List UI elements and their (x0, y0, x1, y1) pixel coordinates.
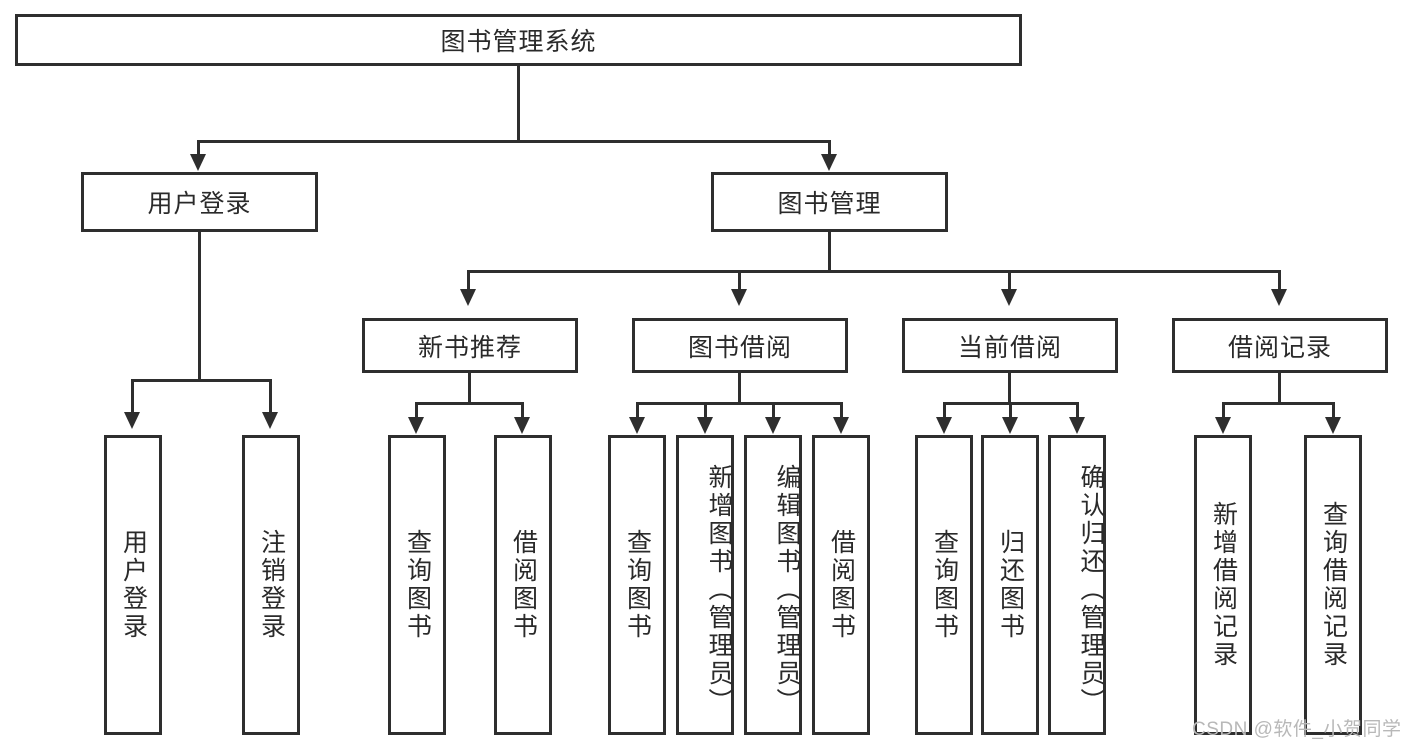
arrow-g2-to-leaf-2 (697, 417, 713, 434)
arrow-g3-to-leaf-3 (1069, 417, 1085, 434)
node-label: 确认归还（管理员） (1077, 464, 1105, 716)
arrow-g2-to-leaf-3 (765, 417, 781, 434)
node-label: 查询图书 (403, 529, 432, 641)
connector-root-bus (197, 140, 831, 143)
csdn-watermark: CSDN @软件_小贺同学 (1192, 719, 1402, 740)
connector-root-to-user-login (197, 140, 200, 158)
node-label: 归还图书 (996, 529, 1025, 641)
connector-root-to-book-management (828, 140, 831, 158)
connector-g3-to-leaf-2 (1009, 402, 1012, 418)
node-label: 编辑图书（管理员） (773, 464, 801, 716)
node-label: 查询借阅记录 (1319, 501, 1348, 669)
leaf-user-login-2[interactable]: 注销登录 (242, 435, 300, 735)
node-label: 借阅图书 (509, 529, 538, 641)
connector-g4-bus (1222, 402, 1335, 405)
leaf-book-borrow-2[interactable]: 新增图书（管理员） (676, 435, 734, 735)
node-label: 查询图书 (930, 529, 959, 641)
connector-g2-stem (738, 373, 741, 405)
connector-user-login-bus (131, 379, 272, 382)
connector-g1-stem (468, 373, 471, 405)
connector-g2-bus (636, 402, 841, 405)
node-label: 用户登录 (147, 190, 252, 218)
node-label: 新书推荐 (417, 333, 522, 362)
connector-bm-to-g4 (1278, 270, 1281, 290)
node-book-borrow[interactable]: 图书借阅 (632, 318, 848, 373)
arrow-user-login-to-leaf-1 (124, 412, 140, 429)
connector-bm-to-g3 (1008, 270, 1011, 290)
node-current-borrow[interactable]: 当前借阅 (902, 318, 1118, 373)
leaf-current-borrow-1[interactable]: 查询图书 (915, 435, 973, 735)
arrow-root-to-book-management (821, 154, 837, 171)
arrow-g1-to-leaf-1 (408, 417, 424, 434)
leaf-user-login-1[interactable]: 用户登录 (104, 435, 162, 735)
node-root-book-management-system[interactable]: 图书管理系统 (15, 14, 1022, 66)
connector-g2-to-leaf-1 (636, 402, 639, 418)
connector-g1-bus (415, 402, 524, 405)
connector-g1-to-leaf-2 (521, 402, 524, 418)
node-label: 借阅图书 (827, 529, 856, 641)
leaf-book-borrow-4[interactable]: 借阅图书 (812, 435, 870, 735)
arrow-g3-to-leaf-2 (1002, 417, 1018, 434)
connector-root-stem (517, 66, 520, 142)
connector-g3-to-leaf-3 (1076, 402, 1079, 418)
node-label: 注销登录 (257, 529, 286, 641)
arrow-root-to-user-login (190, 154, 206, 171)
node-label: 图书借阅 (687, 333, 792, 362)
leaf-book-borrow-1[interactable]: 查询图书 (608, 435, 666, 735)
node-borrow-record[interactable]: 借阅记录 (1172, 318, 1388, 373)
node-label: 借阅记录 (1227, 333, 1332, 362)
connector-g1-to-leaf-1 (415, 402, 418, 418)
leaf-borrow-record-2[interactable]: 查询借阅记录 (1304, 435, 1362, 735)
node-label: 用户登录 (119, 529, 148, 641)
connector-user-login-stem (198, 232, 201, 382)
connector-g4-stem (1278, 373, 1281, 405)
connector-user-login-to-leaf-2 (269, 379, 272, 413)
connector-user-login-to-leaf-1 (131, 379, 134, 413)
connector-bm-to-g2 (738, 270, 741, 290)
leaf-current-borrow-3[interactable]: 确认归还（管理员） (1048, 435, 1106, 735)
connector-g2-to-leaf-4 (840, 402, 843, 418)
leaf-book-borrow-3[interactable]: 编辑图书（管理员） (744, 435, 802, 735)
arrow-user-login-to-leaf-2 (262, 412, 278, 429)
connector-g4-to-leaf-2 (1332, 402, 1335, 418)
leaf-borrow-record-1[interactable]: 新增借阅记录 (1194, 435, 1252, 735)
node-label: 新增图书（管理员） (705, 464, 733, 716)
leaf-new-book-recommend-1[interactable]: 查询图书 (388, 435, 446, 735)
arrow-bm-to-borrow-record (1271, 289, 1287, 306)
connector-bm-to-g1 (467, 270, 470, 290)
arrow-g3-to-leaf-1 (936, 417, 952, 434)
leaf-current-borrow-2[interactable]: 归还图书 (981, 435, 1039, 735)
node-label: 查询图书 (623, 529, 652, 641)
leaf-new-book-recommend-2[interactable]: 借阅图书 (494, 435, 552, 735)
node-label: 图书管理 (777, 190, 882, 218)
connector-g2-to-leaf-2 (704, 402, 707, 418)
arrow-g4-to-leaf-1 (1215, 417, 1231, 434)
connector-book-management-bus (467, 270, 1279, 273)
node-user-login[interactable]: 用户登录 (81, 172, 318, 232)
node-label: 当前借阅 (957, 333, 1062, 362)
node-new-book-recommend[interactable]: 新书推荐 (362, 318, 578, 373)
arrow-g2-to-leaf-1 (629, 417, 645, 434)
arrow-g1-to-leaf-2 (514, 417, 530, 434)
connector-g4-to-leaf-1 (1222, 402, 1225, 418)
connector-g3-to-leaf-1 (943, 402, 946, 418)
node-label: 图书管理系统 (440, 28, 597, 56)
node-book-management[interactable]: 图书管理 (711, 172, 948, 232)
connector-book-management-stem (828, 232, 831, 272)
arrow-bm-to-new-book-recommend (460, 289, 476, 306)
connector-g3-stem (1008, 373, 1011, 405)
arrow-g4-to-leaf-2 (1325, 417, 1341, 434)
connector-g2-to-leaf-3 (772, 402, 775, 418)
node-label: 新增借阅记录 (1209, 501, 1238, 669)
arrow-bm-to-current-borrow (1001, 289, 1017, 306)
arrow-g2-to-leaf-4 (833, 417, 849, 434)
arrow-bm-to-book-borrow (731, 289, 747, 306)
